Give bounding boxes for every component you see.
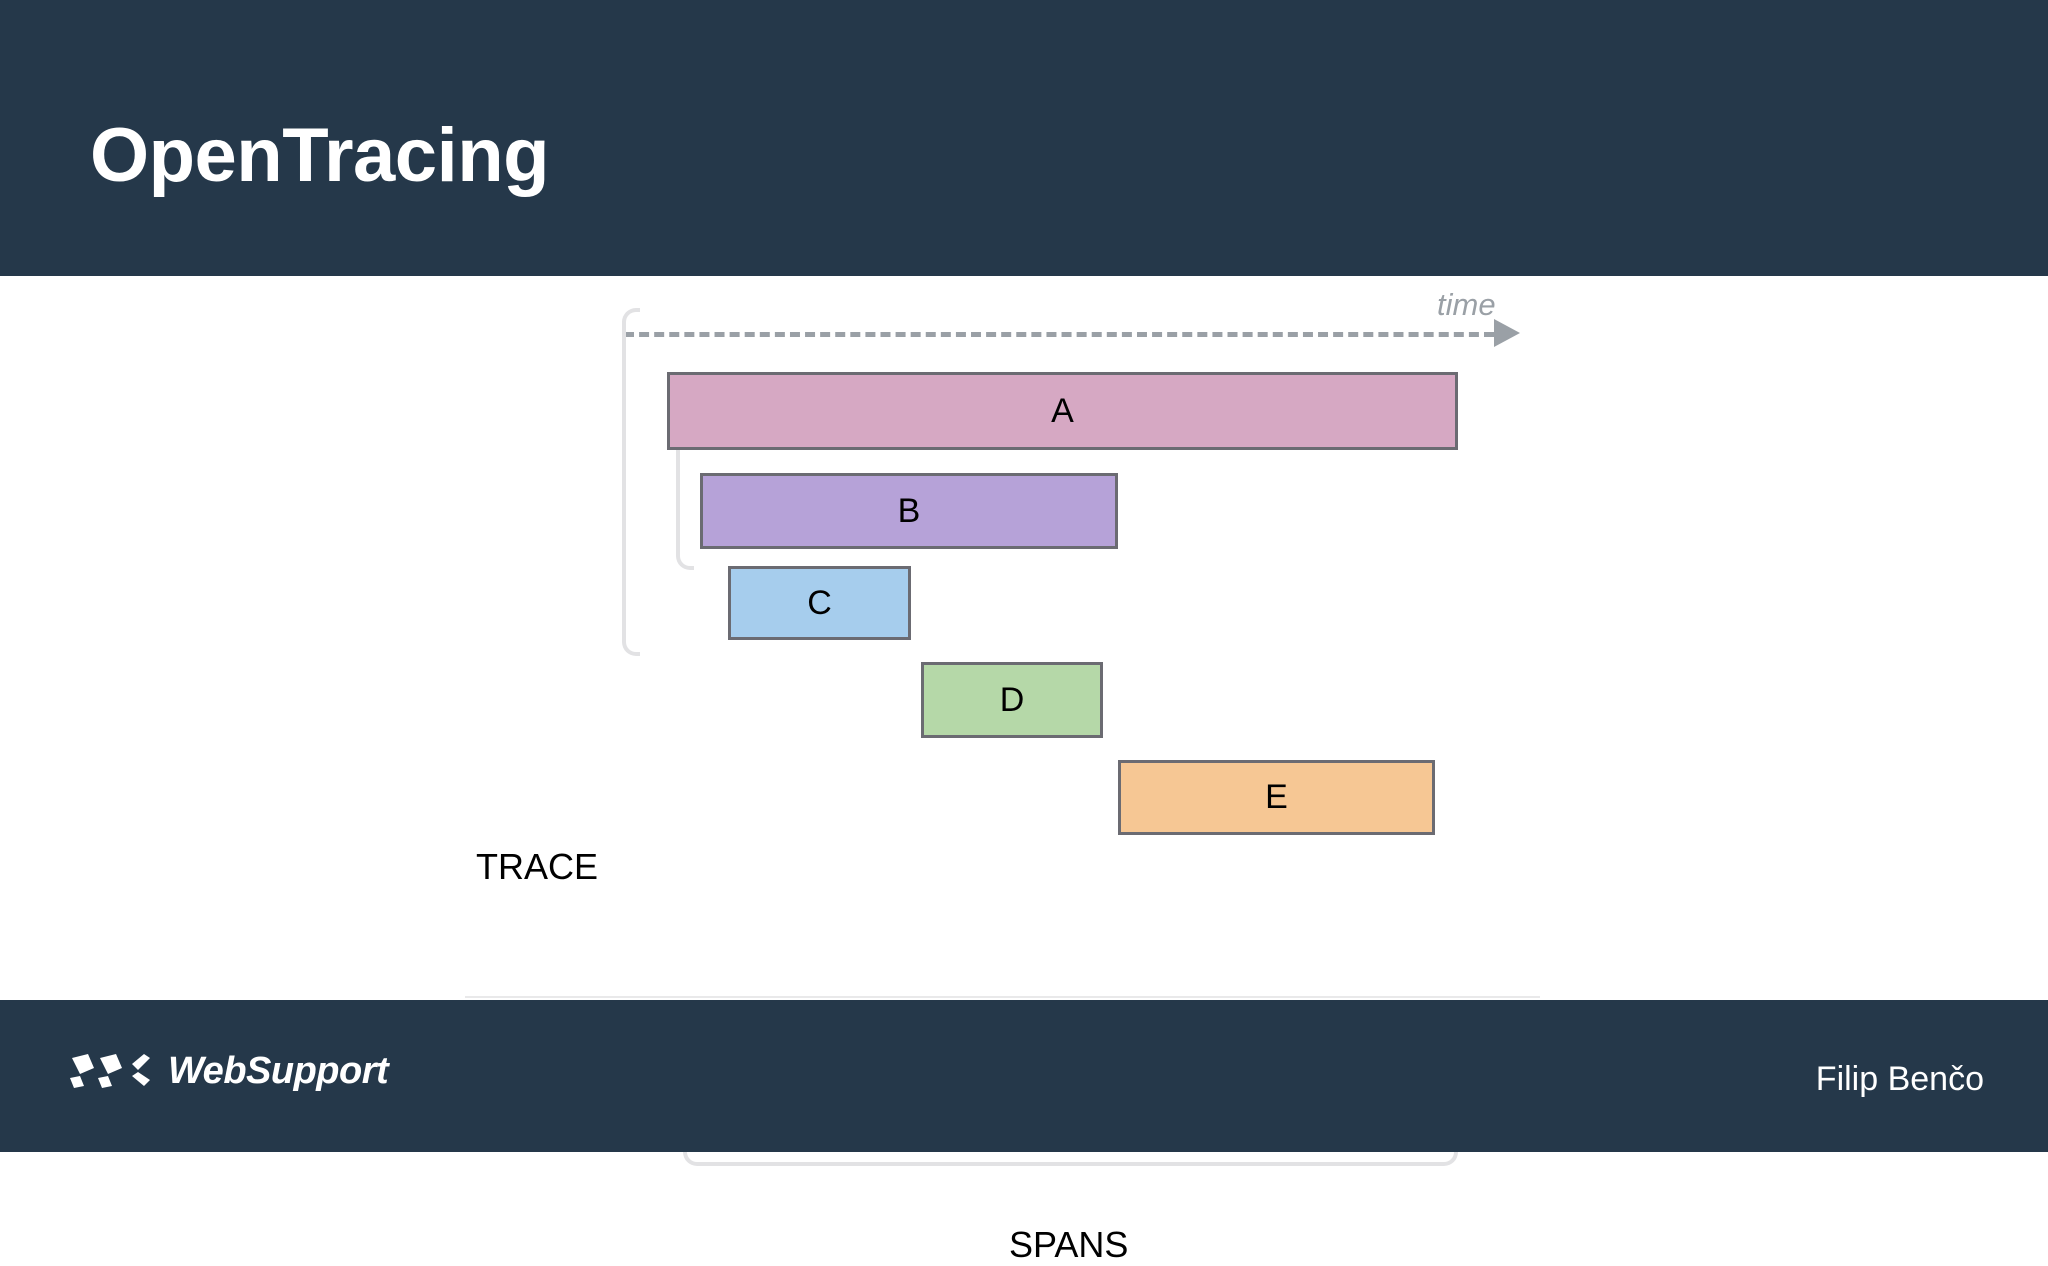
trace-outer-bracket — [622, 308, 640, 656]
websupport-logo: WebSupport — [68, 1050, 389, 1093]
time-axis-line — [624, 332, 1494, 337]
time-arrow-icon — [1494, 319, 1520, 347]
span-bar-d[interactable]: D — [921, 662, 1103, 738]
content-baseline-rule — [465, 996, 1540, 998]
page-title: OpenTracing — [90, 113, 550, 198]
trace-label: TRACE — [476, 846, 599, 887]
trace-timeline-diagram: time TRACE A B C D E SPANS — [0, 276, 2048, 1265]
slide-header: OpenTracing — [0, 0, 2048, 276]
span-label-b: B — [897, 491, 921, 530]
span-bar-e[interactable]: E — [1118, 760, 1435, 835]
time-axis-label: time — [1437, 287, 1496, 322]
websupport-wordmark: WebSupport — [168, 1050, 389, 1092]
slide-body: time TRACE A B C D E SPANS — [0, 276, 2048, 1265]
span-label-c: C — [807, 583, 832, 622]
span-bar-c[interactable]: C — [728, 566, 911, 640]
span-label-a: A — [1051, 391, 1074, 430]
span-label-d: D — [999, 680, 1025, 719]
author-name: Filip Benčo — [1815, 1060, 1984, 1098]
span-label-e: E — [1265, 778, 1288, 816]
span-bar-a[interactable]: A — [667, 372, 1458, 450]
spans-label: SPANS — [1009, 1224, 1129, 1265]
websupport-mark-icon — [68, 1052, 152, 1092]
span-bar-b[interactable]: B — [700, 473, 1118, 549]
slide-footer: WebSupport Filip Benčo — [0, 1000, 2048, 1152]
